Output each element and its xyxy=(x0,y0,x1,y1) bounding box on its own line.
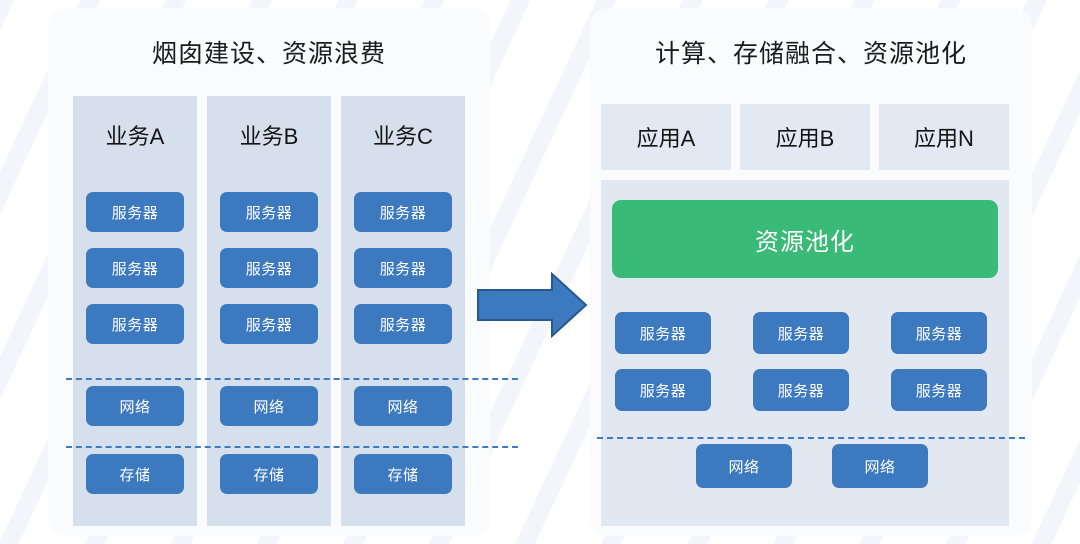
resource-pool-bar[interactable]: 资源池化 xyxy=(612,200,998,278)
network-box[interactable]: 网络 xyxy=(86,386,184,426)
right-panel-pooled-architecture: 计算、存储融合、资源池化 应用A 应用B 应用N 资源池化 服务器 服务器 服务… xyxy=(590,8,1032,536)
resource-pool-container: 资源池化 服务器 服务器 服务器 服务器 服务器 服务器 网络 网络 xyxy=(601,180,1009,526)
application-box[interactable]: 应用B xyxy=(740,104,870,170)
silo-column-header: 业务A xyxy=(105,124,165,149)
server-box[interactable]: 服务器 xyxy=(86,248,184,288)
silo-column-business-b: 业务B 服务器 服务器 服务器 网络 存储 xyxy=(207,96,331,526)
storage-box[interactable]: 存储 xyxy=(354,454,452,494)
server-box[interactable]: 服务器 xyxy=(891,312,987,354)
silo-column-business-a: 业务A 服务器 服务器 服务器 网络 存储 xyxy=(73,96,197,526)
network-box[interactable]: 网络 xyxy=(220,386,318,426)
silo-column-business-c: 业务C 服务器 服务器 服务器 网络 存储 xyxy=(341,96,465,526)
server-box[interactable]: 服务器 xyxy=(220,304,318,344)
server-box[interactable]: 服务器 xyxy=(220,192,318,232)
right-panel-title: 计算、存储融合、资源池化 xyxy=(654,40,967,68)
server-box[interactable]: 服务器 xyxy=(753,312,849,354)
server-box[interactable]: 服务器 xyxy=(354,192,452,232)
network-box[interactable]: 网络 xyxy=(354,386,452,426)
server-box[interactable]: 服务器 xyxy=(615,369,711,411)
divider-compute-network xyxy=(66,378,518,380)
network-box[interactable]: 网络 xyxy=(832,444,928,488)
server-box[interactable]: 服务器 xyxy=(615,312,711,354)
network-box[interactable]: 网络 xyxy=(696,444,792,488)
storage-box[interactable]: 存储 xyxy=(86,454,184,494)
application-box[interactable]: 应用N xyxy=(879,104,1009,170)
silo-column-header: 业务C xyxy=(373,124,433,149)
server-box[interactable]: 服务器 xyxy=(753,369,849,411)
divider-compute-network-right xyxy=(597,437,1025,439)
server-box[interactable]: 服务器 xyxy=(354,248,452,288)
silo-column-header: 业务B xyxy=(239,124,299,149)
server-box[interactable]: 服务器 xyxy=(220,248,318,288)
left-panel-title: 烟囱建设、资源浪费 xyxy=(151,40,386,68)
server-box[interactable]: 服务器 xyxy=(891,369,987,411)
left-panel-silo-architecture: 烟囱建设、资源浪费 业务A 服务器 服务器 服务器 网络 存储 业务B 服务器 … xyxy=(48,8,518,536)
right-arrow-icon xyxy=(476,271,588,339)
server-box[interactable]: 服务器 xyxy=(86,192,184,232)
application-box[interactable]: 应用A xyxy=(601,104,731,170)
divider-network-storage xyxy=(66,446,518,448)
storage-box[interactable]: 存储 xyxy=(220,454,318,494)
server-box[interactable]: 服务器 xyxy=(86,304,184,344)
server-box[interactable]: 服务器 xyxy=(354,304,452,344)
